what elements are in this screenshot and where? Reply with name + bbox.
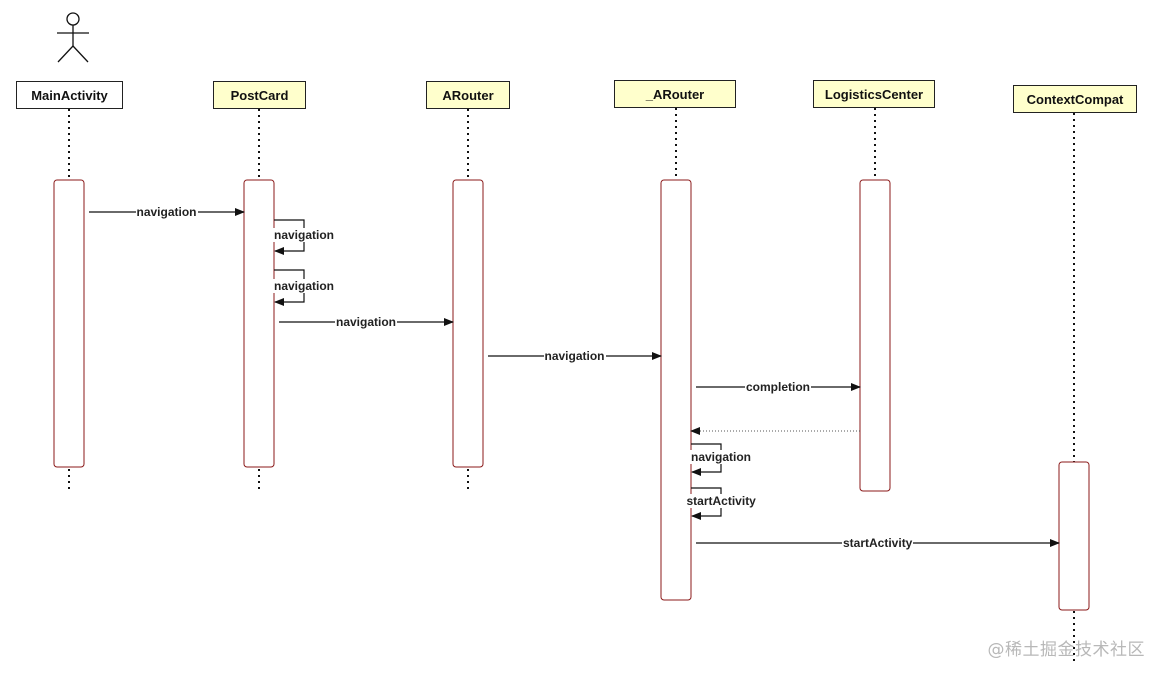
actor-icon xyxy=(57,12,89,63)
participant-mainactivity: MainActivity xyxy=(16,81,123,109)
message-label: navigation xyxy=(273,279,336,293)
participant-contextcompat: ContextCompat xyxy=(1013,85,1137,113)
message-label: navigation xyxy=(273,228,336,242)
activation-arouter xyxy=(452,179,484,468)
activation-postcard xyxy=(243,179,275,468)
activation-logisticscenter xyxy=(859,179,891,492)
participant-postcard: PostCard xyxy=(213,81,306,109)
participant-logisticscenter: LogisticsCenter xyxy=(813,80,935,108)
message-label: navigation xyxy=(543,349,606,363)
activation-contextcompat xyxy=(1058,461,1090,611)
participant-underscore-arouter: _ARouter xyxy=(614,80,736,108)
message-label: navigation xyxy=(335,315,398,329)
watermark: @稀土掘金技术社区 xyxy=(987,640,1145,660)
participant-arouter: ARouter xyxy=(426,81,510,109)
message-label: completion xyxy=(745,380,812,394)
activation-mainactivity xyxy=(53,179,85,468)
message-label: navigation xyxy=(135,205,198,219)
message-label: navigation xyxy=(690,450,753,464)
activation-underscore-arouter xyxy=(660,179,692,601)
message-label: startActivity xyxy=(685,494,757,508)
message-label: startActivity xyxy=(842,536,914,550)
